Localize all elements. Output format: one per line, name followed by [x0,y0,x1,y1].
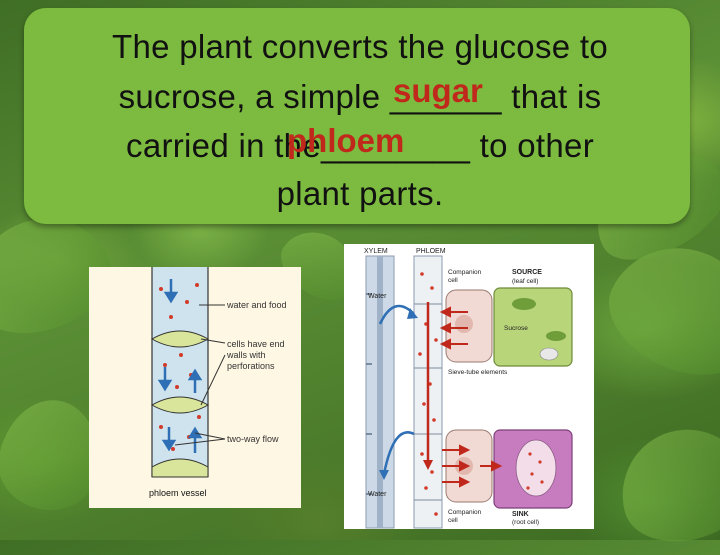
label-two-way-flow: two-way flow [227,434,279,444]
source-sink-diagram: XYLEM PHLOEM Water Water [344,244,594,529]
phloem-vessel-diagram: water and food cells have end walls with… [89,267,301,508]
title-line-3: carried in the________ to other [126,127,594,164]
label-companion-bottom: Companion [448,509,482,516]
label-sink: SINK [512,511,529,518]
label-sucrose: Sucrose [504,325,528,332]
label-companion-bottom: cell [448,517,458,524]
title-line-2: sucrose, a simple ______ that is [118,78,602,115]
source-sink-panel: XYLEM PHLOEM Water Water [344,244,594,529]
label-companion-top: cell [448,277,458,284]
phloem-vessel-panel: water and food cells have end walls with… [89,267,301,508]
answer-phloem: phloem [287,122,405,159]
label-xylem: XYLEM [364,248,388,255]
answer-sugar: sugar [393,72,483,109]
label-sieve-tube: Sieve-tube elements [448,369,508,376]
label-water-top: Water [368,293,387,300]
label-phloem-vessel: phloem vessel [149,488,207,498]
background-leaf [607,415,720,555]
label-source: (leaf cell) [512,278,538,285]
label-companion-top: Companion [448,269,482,276]
label-cells-end-walls: perforations [227,361,275,371]
label-source: SOURCE [512,269,542,276]
label-water-bottom: Water [368,491,387,498]
label-cells-end-walls: cells have end [227,339,285,349]
label-cells-end-walls: walls with [226,350,266,360]
label-water-food: water and food [226,300,287,310]
label-sink: (root cell) [512,519,539,526]
label-phloem: PHLOEM [416,248,446,255]
title-line-1: The plant converts the glucose to [111,28,609,65]
title-box [24,8,690,224]
title-line-4: plant parts. [276,175,444,212]
